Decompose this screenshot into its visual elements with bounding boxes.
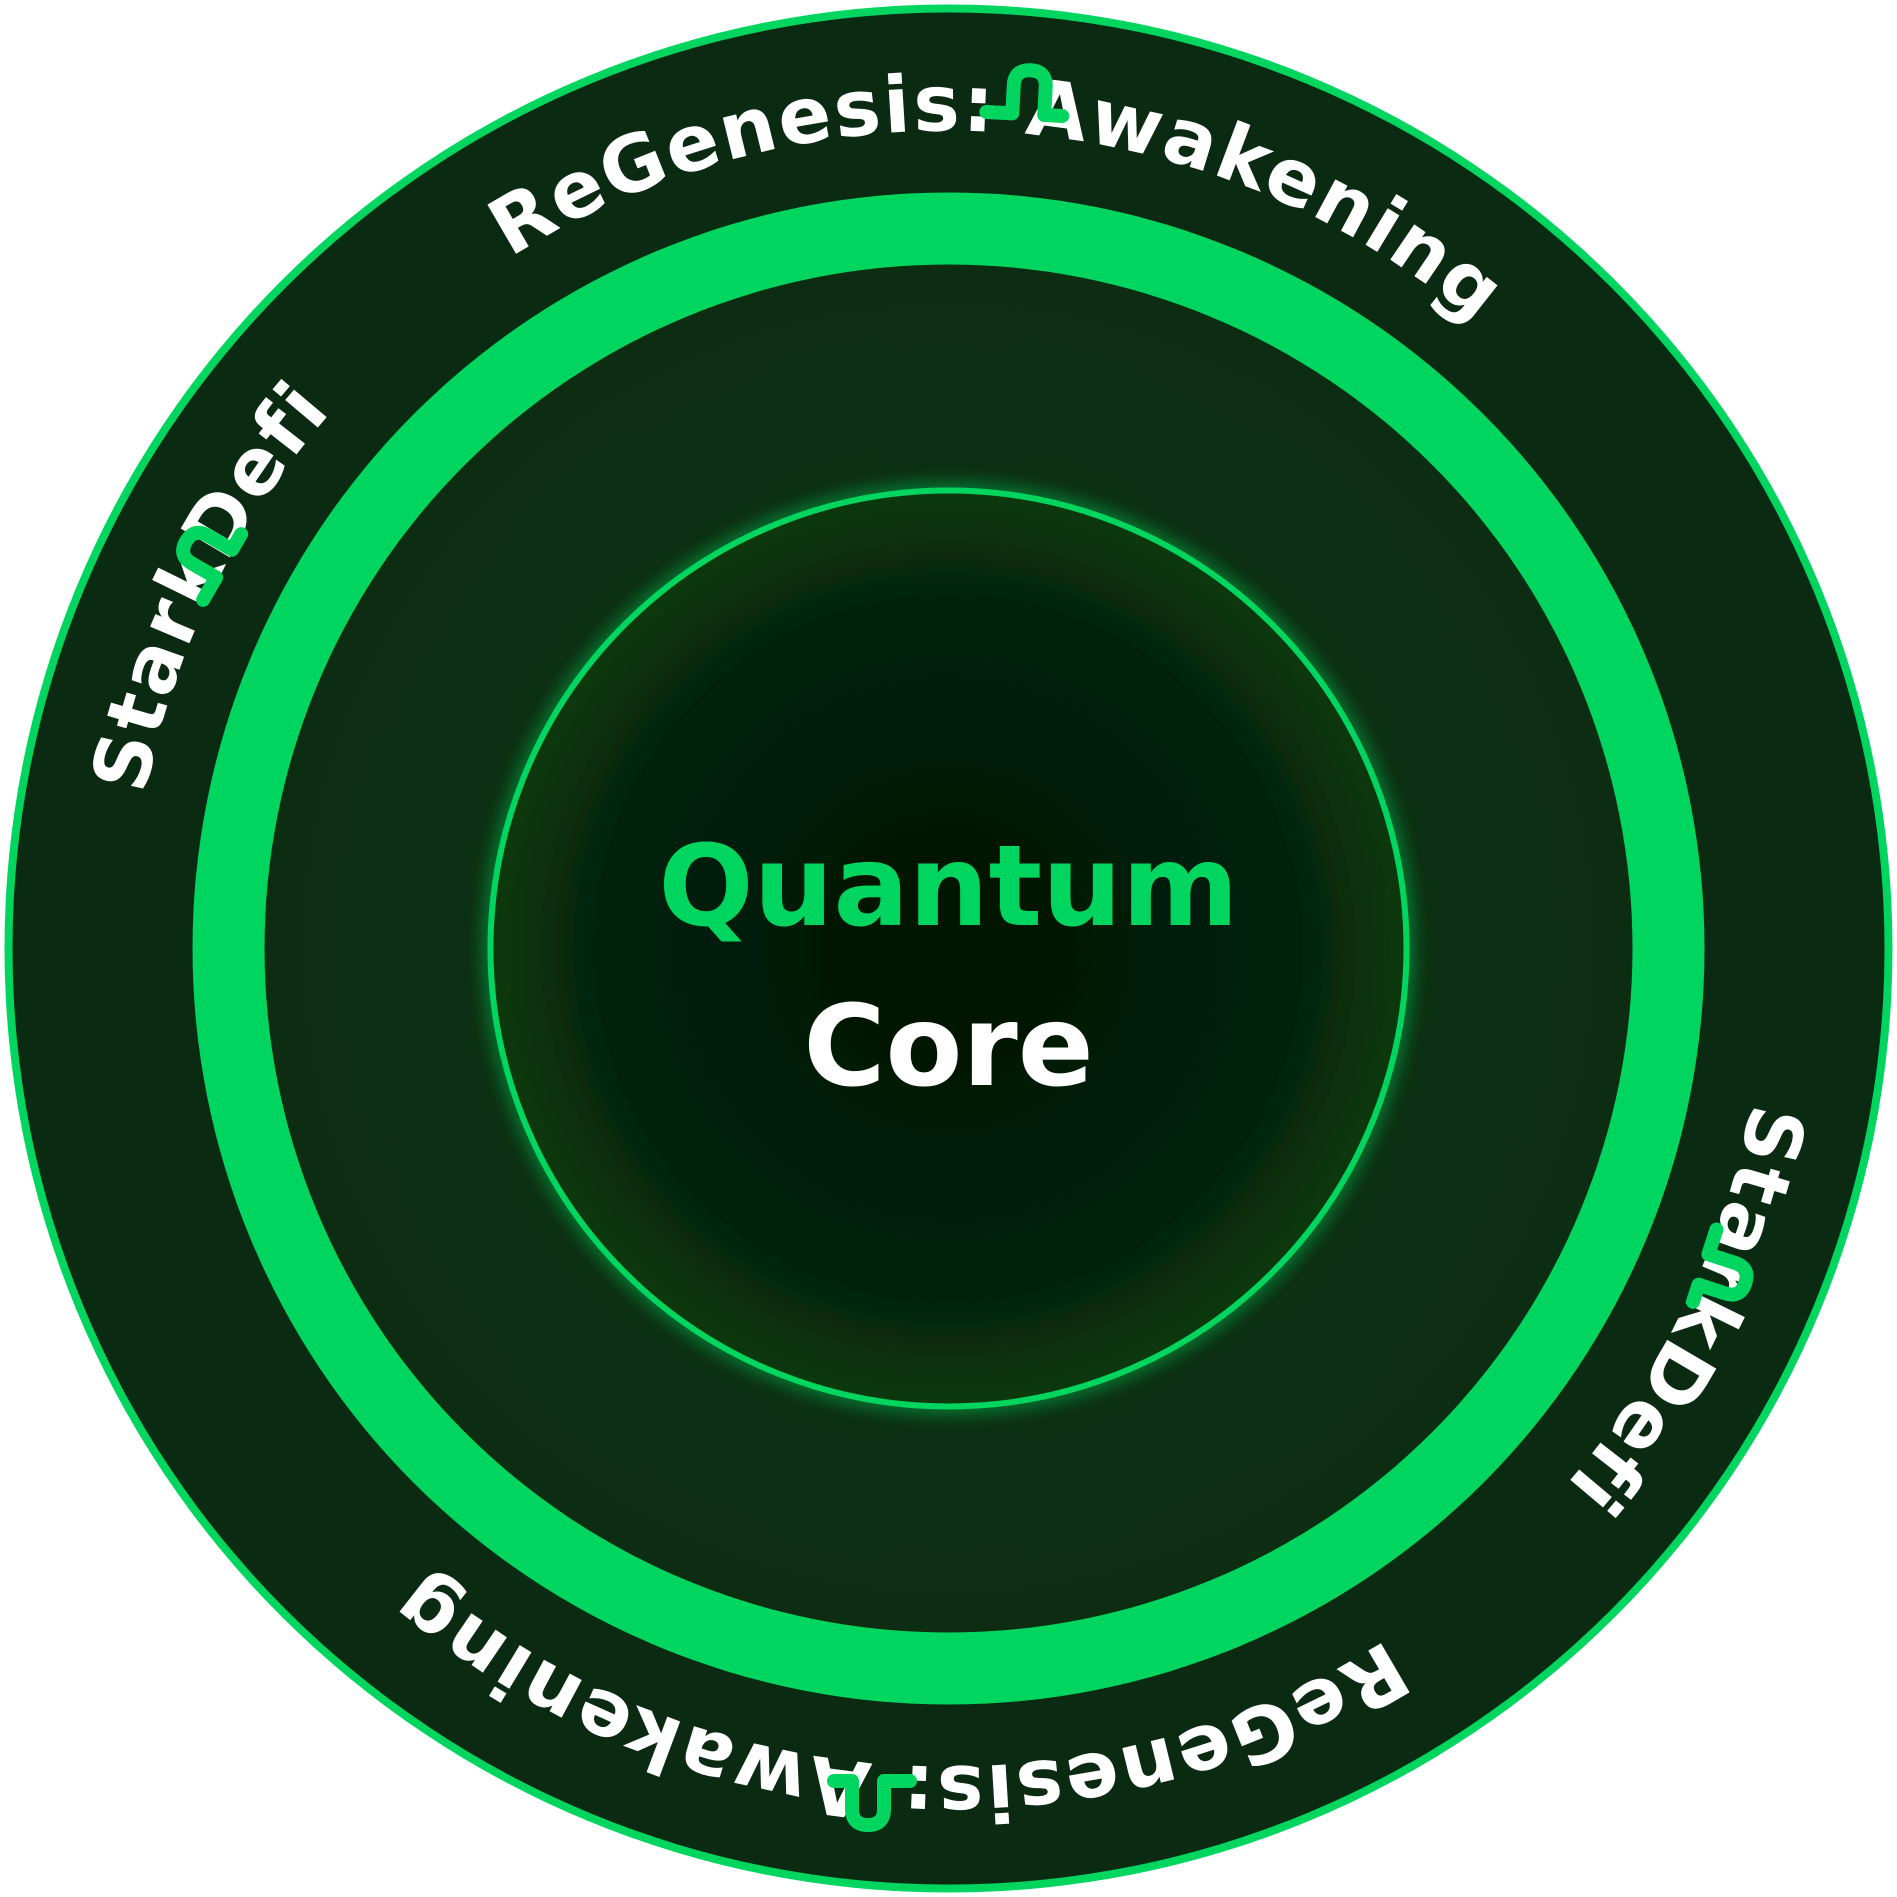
core-glow-ring [487,487,1410,1410]
center-title-core: Core [803,982,1093,1112]
center-title-quantum: Quantum [658,822,1238,952]
